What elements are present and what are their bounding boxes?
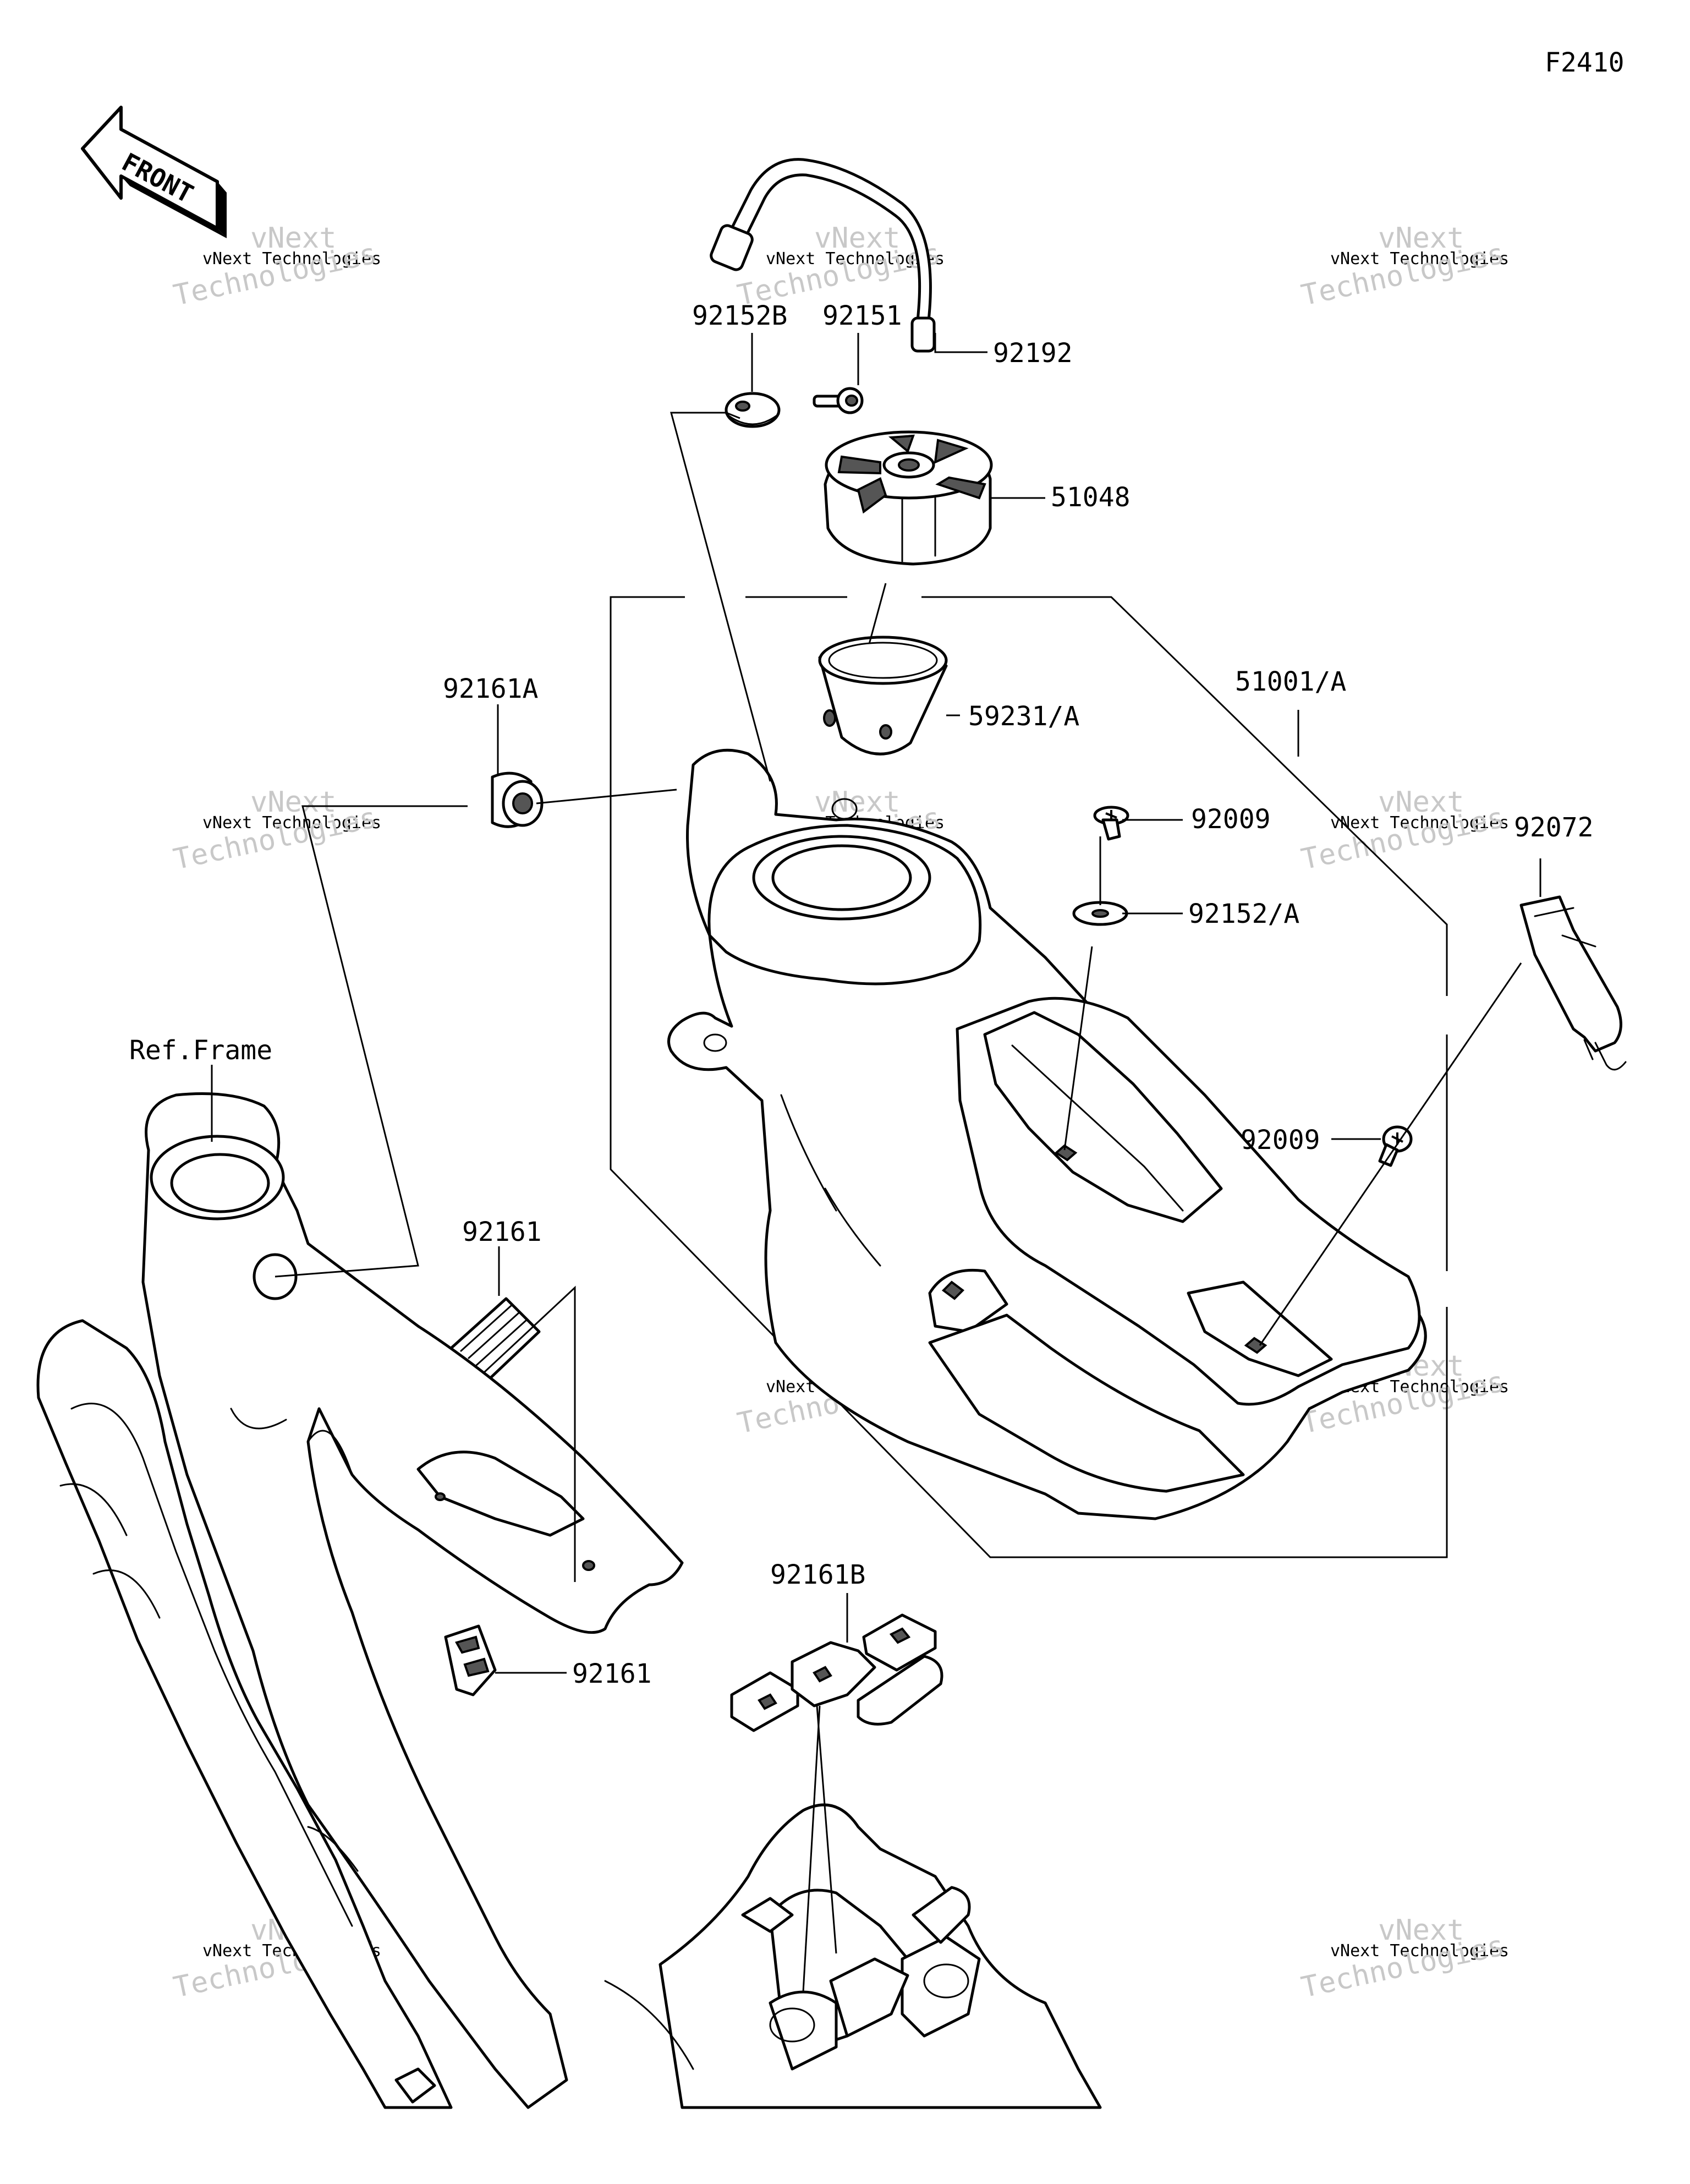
svg-text:vNext Technologies: vNext Technologies	[1330, 813, 1509, 833]
vent-hose	[710, 158, 936, 353]
svg-text:vNext: vNext	[814, 222, 901, 255]
callout-51001a: 51001/A	[1235, 666, 1346, 697]
svg-text:vNext Technologies: vNext Technologies	[202, 813, 381, 833]
watermark: vNext vNext Technologies Technologies	[1298, 786, 1509, 877]
watermark: vNext vNext Technologies Technologies	[1298, 1914, 1509, 2005]
strap-92072	[1519, 895, 1627, 1071]
svg-text:vNext: vNext	[250, 786, 337, 819]
callout-92161b: 92161B	[770, 1559, 865, 1590]
reference-frame	[36, 1092, 1102, 2109]
callout-92009-upper: 92009	[1191, 804, 1271, 835]
svg-text:vNext Technologies: vNext Technologies	[202, 249, 381, 269]
svg-text:vNext: vNext	[1378, 222, 1464, 255]
front-arrow-icon: FRONT	[81, 106, 227, 238]
watermark: vNext vNext Technologies Technologies	[1298, 222, 1509, 313]
callout-92072: 92072	[1514, 812, 1594, 843]
bolt-92009-upper	[1093, 806, 1129, 841]
washer-92152a	[1072, 901, 1128, 926]
watermark: vNext vNext Technologies Technologies	[171, 786, 381, 877]
callout-92009-lower: 92009	[1241, 1125, 1320, 1156]
ref-frame-label: Ref.Frame	[129, 1035, 272, 1066]
bolt-92151	[813, 387, 864, 414]
svg-text:vNext Technologies: vNext Technologies	[1330, 249, 1509, 269]
callout-92151: 92151	[822, 300, 902, 331]
leader-lines	[211, 333, 1541, 1993]
svg-text:vNext: vNext	[250, 222, 337, 255]
svg-text:vNext: vNext	[1378, 786, 1464, 819]
bracket-92161b	[730, 1613, 943, 1732]
fuel-cap	[824, 430, 993, 566]
rubber-92161-lower	[444, 1624, 497, 1696]
grommet-92161a	[491, 771, 544, 828]
svg-text:vNext: vNext	[814, 786, 901, 819]
svg-text:vNext: vNext	[1378, 1914, 1464, 1947]
callout-92161a: 92161A	[443, 674, 538, 704]
callout-51048: 51048	[1051, 482, 1131, 513]
fuel-tank	[667, 748, 1427, 1520]
figure-code: F2410	[1545, 47, 1625, 78]
callout-92152b: 92152B	[692, 300, 787, 331]
callout-92161-upper: 92161	[462, 1217, 542, 1247]
washer-92152b	[725, 392, 781, 428]
callout-59231a: 59231/A	[968, 701, 1079, 732]
callout-92192: 92192	[993, 338, 1073, 369]
svg-text:vNext Technologies: vNext Technologies	[1330, 1941, 1509, 1961]
svg-text:vNext Technologies: vNext Technologies	[766, 249, 945, 269]
callout-92161-lower: 92161	[572, 1658, 652, 1689]
fuel-filter	[818, 636, 948, 756]
watermark: vNext vNext Technologies Technologies	[171, 222, 381, 313]
callout-92152a: 92152/A	[1188, 899, 1299, 929]
